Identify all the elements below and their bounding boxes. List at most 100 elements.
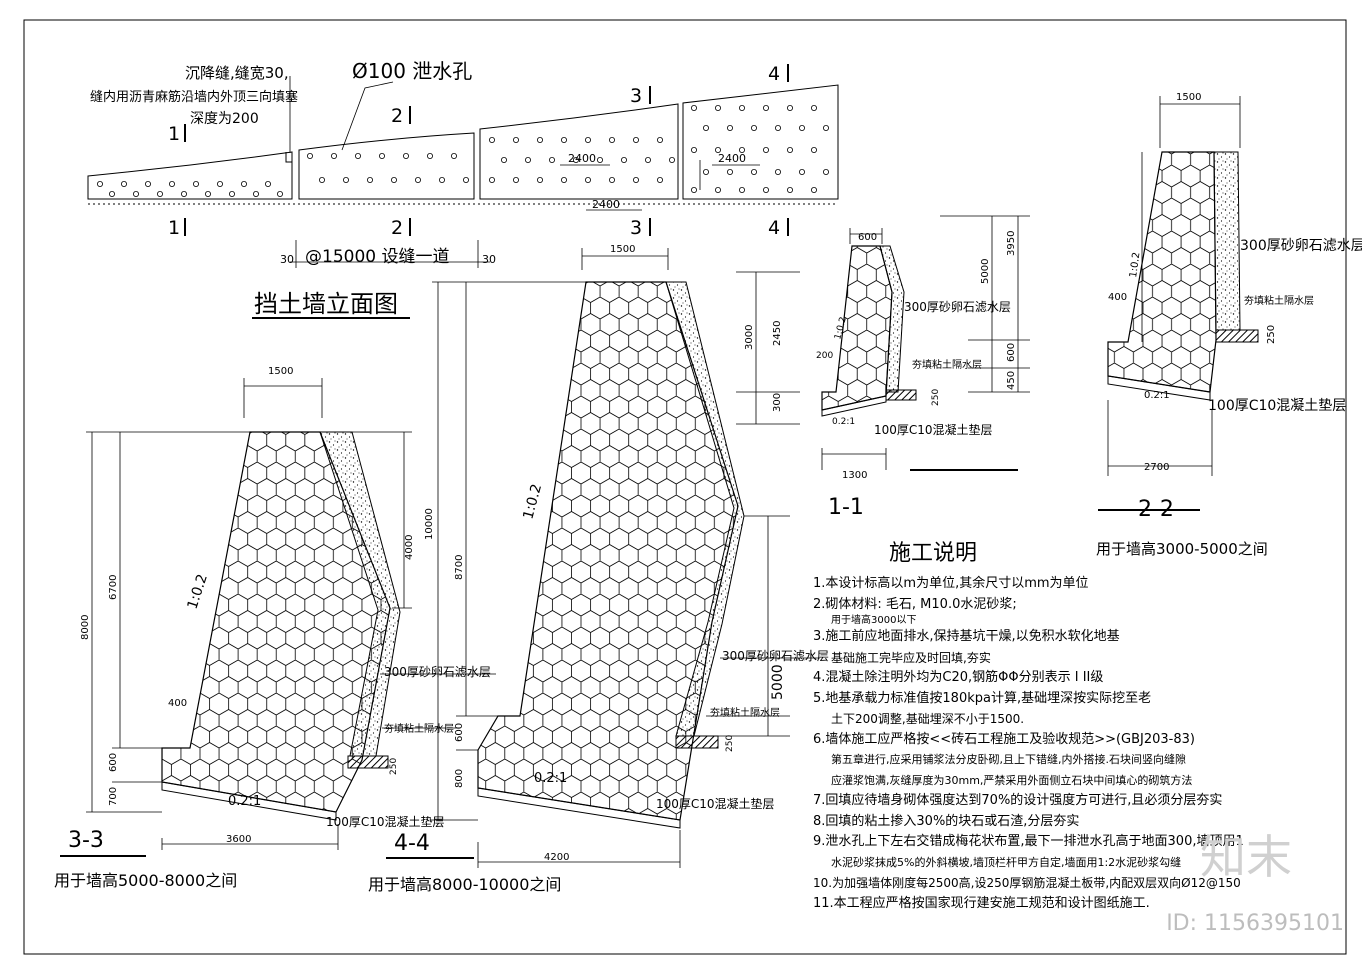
svg-text:3600: 3600	[226, 834, 251, 845]
svg-text:800: 800	[454, 769, 465, 788]
svg-text:1500: 1500	[610, 244, 635, 255]
dim-2400b: 2400	[718, 152, 746, 165]
svg-text:600: 600	[1006, 343, 1017, 362]
weep-hole	[306, 152, 313, 159]
weep-hole	[450, 152, 457, 159]
svg-text:5000: 5000	[770, 664, 786, 700]
section-mark-2: 2	[391, 105, 403, 127]
weep-hole	[109, 190, 116, 197]
weep-hole	[811, 105, 818, 112]
svg-text:600: 600	[108, 753, 119, 772]
note-line: 1.本设计标高以m为单位,其余尺寸以mm为单位	[813, 576, 1089, 591]
joint-spacing-label: @15000 设缝一道	[305, 247, 449, 267]
weep-hole	[691, 146, 698, 153]
svg-text:100厚C10混凝土垫层: 100厚C10混凝土垫层	[326, 814, 445, 829]
section-mark-numbers: 1 1 2 2 3 3 4 4	[168, 63, 780, 239]
section-3-3-label: 3-3	[68, 828, 104, 853]
section-mark-2b: 2	[391, 217, 403, 239]
construction-notes: 施工说明 1.本设计标高以m为单位,其余尺寸以mm为单位 2.砌体材料: 毛石,…	[813, 540, 1333, 914]
weep-hole	[168, 180, 175, 187]
svg-text:250: 250	[931, 389, 941, 406]
svg-text:100厚C10混凝土垫层: 100厚C10混凝土垫层	[1208, 398, 1346, 414]
weep-hole	[121, 180, 128, 187]
notes-title: 施工说明	[888, 541, 977, 566]
weep-hole	[715, 105, 722, 112]
joint-depth-label: 深度为200	[190, 111, 259, 127]
svg-text:0.2:1: 0.2:1	[1144, 390, 1170, 401]
svg-text:400: 400	[168, 698, 187, 709]
weep-hole	[787, 146, 794, 153]
note-line: 4.混凝土除注明外均为C20,钢筋ΦΦ分别表示 I II级	[813, 670, 1104, 685]
weep-hole	[276, 190, 283, 197]
dim-2400a: 2400	[568, 152, 596, 165]
weep-hole	[414, 176, 421, 183]
weep-hole	[462, 176, 469, 183]
weep-hole	[573, 156, 580, 163]
svg-text:2450: 2450	[772, 321, 783, 346]
weep-hole	[691, 186, 698, 193]
weep-hole	[645, 156, 652, 163]
weep-hole	[811, 146, 818, 153]
weep-hole	[775, 168, 782, 175]
wall-elevation	[87, 84, 839, 205]
note-line: 水泥砂浆抹成5%的外斜横坡,墙顶栏杆甲方自定,墙面用1:2水泥砂浆勾缝	[831, 855, 1182, 869]
weep-hole	[775, 125, 782, 132]
note-line: 10.为加强墙体刚度每2500高,设250厚钢筋混凝土板带,内配双层双向Ø12@…	[813, 876, 1241, 890]
svg-text:夯填粘土隔水层: 夯填粘土隔水层	[384, 722, 454, 735]
weep-hole	[500, 156, 507, 163]
svg-text:100厚C10混凝土垫层: 100厚C10混凝土垫层	[874, 422, 993, 437]
section-mark-1: 1	[168, 123, 180, 145]
weep-hole-label: Ø100 泄水孔	[352, 59, 472, 83]
svg-text:2700: 2700	[1144, 462, 1169, 473]
section-3-3: 1500 8000 6700 600 700 4000 400 1:0.2 0.…	[54, 366, 496, 890]
note-line: 5.地基承载力标准值按180kpa计算,基础埋深按实际挖至老	[813, 690, 1152, 706]
svg-text:夯填粘土隔水层: 夯填粘土隔水层	[912, 358, 982, 371]
weep-hole	[97, 180, 104, 187]
weep-hole	[787, 105, 794, 112]
section-2-2: 1500 300厚砂卵石滤水层 夯填粘土隔水层 100厚C10混凝土垫层 1:0…	[1096, 92, 1362, 558]
weep-hole	[438, 176, 445, 183]
weep-hole	[609, 136, 616, 143]
svg-text:1:0.2: 1:0.2	[185, 572, 211, 611]
weep-hole	[549, 156, 556, 163]
weep-hole	[318, 176, 325, 183]
weep-hole	[156, 190, 163, 197]
weep-hole	[561, 136, 568, 143]
weep-hole	[585, 176, 592, 183]
section-4-4: 1500 10000 8700 600 800 5000 1:0.2 0.2:1…	[368, 244, 829, 894]
weep-hole	[811, 186, 818, 193]
section-mark-3b: 3	[630, 217, 642, 239]
weep-hole	[330, 152, 337, 159]
weep-holes	[97, 105, 830, 197]
weep-hole	[763, 105, 770, 112]
note-line: 2.砌体材料: 毛石, M10.0水泥砂浆;	[813, 596, 1017, 612]
weep-hole	[763, 146, 770, 153]
watermark-logo: 知末	[1200, 830, 1292, 884]
note-line: 基础施工完毕应及时回填,夯实	[831, 650, 991, 665]
weep-hole	[525, 156, 532, 163]
svg-text:700: 700	[108, 787, 119, 806]
note-line: 7.回填应待墙身砌体强度达到70%的设计强度方可进行,且必须分层夯实	[813, 793, 1223, 808]
section-mark-1b: 1	[168, 217, 180, 239]
svg-text:10000: 10000	[424, 508, 435, 540]
watermark-id: ID: 1156395101	[1166, 911, 1344, 936]
svg-text:300厚砂卵石滤水层: 300厚砂卵石滤水层	[1240, 238, 1362, 254]
weep-hole	[132, 190, 139, 197]
svg-text:250: 250	[389, 758, 399, 775]
weep-hole	[513, 136, 520, 143]
weep-hole	[799, 125, 806, 132]
weep-hole	[657, 176, 664, 183]
note-line: 3.施工前应地面排水,保持基坑干燥,以免积水软化地基	[813, 629, 1120, 644]
weep-hole	[739, 186, 746, 193]
svg-text:5000: 5000	[980, 259, 991, 284]
weep-hole	[739, 105, 746, 112]
weep-hole	[378, 152, 385, 159]
section-mark-4: 4	[768, 63, 780, 85]
svg-text:600: 600	[454, 723, 465, 742]
section-2-2-usage: 用于墙高3000-5000之间	[1096, 540, 1268, 558]
svg-text:300: 300	[772, 393, 783, 412]
weep-hole	[426, 152, 433, 159]
weep-hole	[513, 176, 520, 183]
weep-hole	[633, 176, 640, 183]
weep-hole	[787, 186, 794, 193]
